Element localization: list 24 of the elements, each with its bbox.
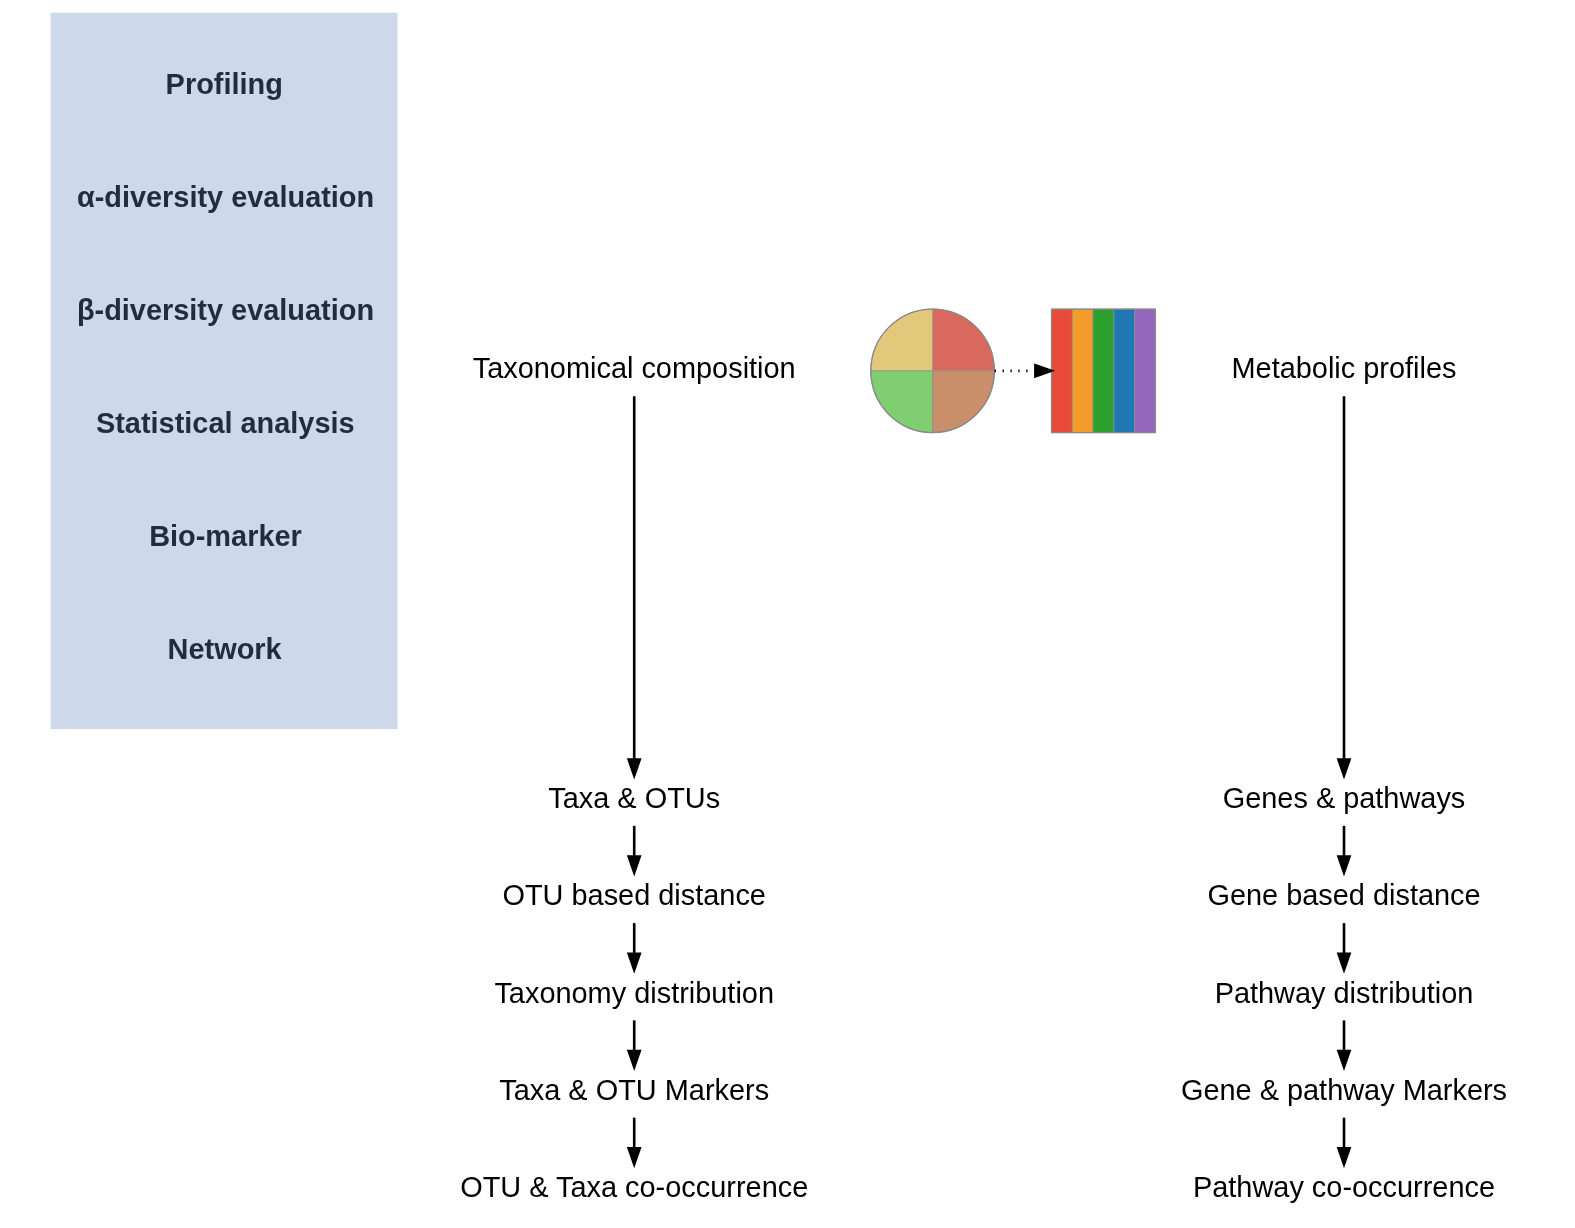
node-text: Metabolic profiles xyxy=(1231,352,1456,385)
node-text: Taxonomical composition xyxy=(472,352,796,385)
arrow xyxy=(626,396,642,780)
node-text: Pathway distribution xyxy=(1214,976,1473,1009)
node-text: Pathway co-occurrence xyxy=(1192,1171,1495,1204)
node-text: Taxa & OTU Markers xyxy=(498,1073,769,1106)
arrow xyxy=(626,825,642,877)
node-text: Genes & pathways xyxy=(1222,782,1465,815)
node-text: Taxa & OTUs xyxy=(547,782,720,815)
node-text: Gene based distance xyxy=(1206,879,1481,912)
arrow xyxy=(626,923,642,974)
node-text: Gene & pathway Markers xyxy=(1180,1073,1507,1106)
node-text: OTU based distance xyxy=(501,879,766,912)
arrow xyxy=(1336,1117,1351,1169)
node-text: OTU & Taxa co-occurrence xyxy=(459,1171,808,1204)
arrow xyxy=(1336,825,1351,877)
arrow xyxy=(626,1020,642,1071)
arrow xyxy=(1336,1020,1351,1071)
arrow xyxy=(994,363,1055,379)
node-text: Taxonomy distribution xyxy=(493,976,774,1009)
arrow xyxy=(626,1117,642,1169)
arrow xyxy=(1336,923,1351,974)
arrow xyxy=(1336,396,1351,780)
node-box: Profiling α-diversity evaluation β-diversity evaluation Statistical analysis Bio-marker Network xyxy=(50,12,398,729)
